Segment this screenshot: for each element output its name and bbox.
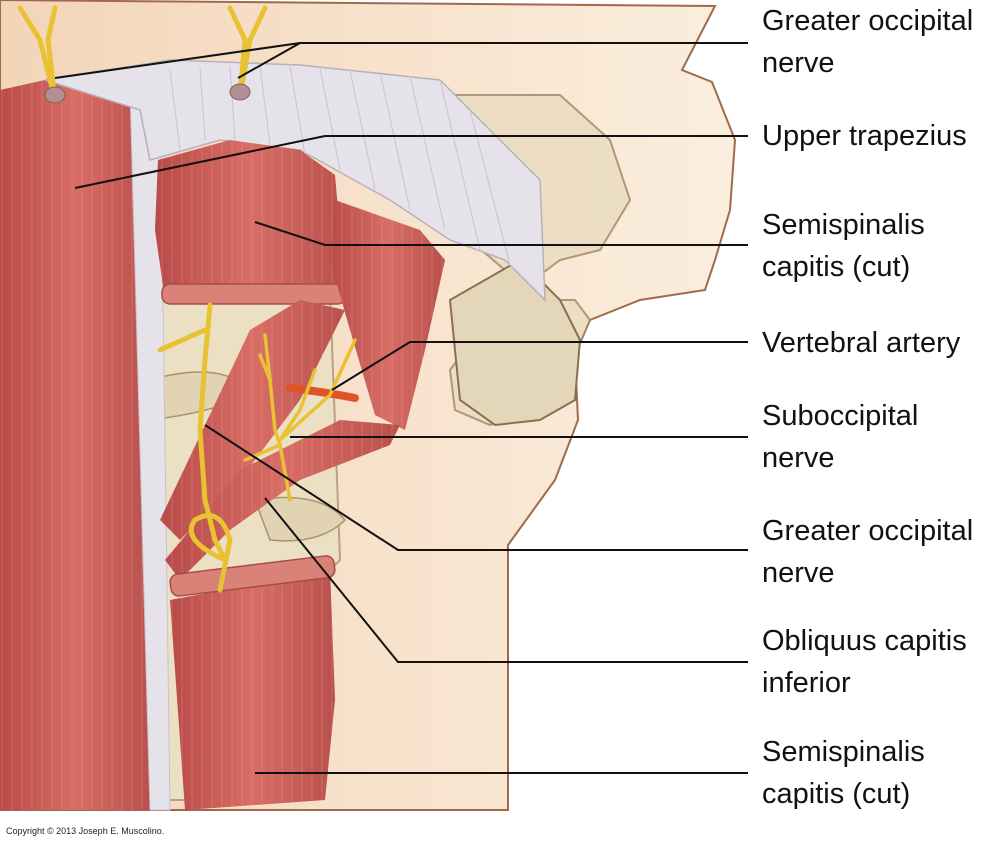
label-obliquus-capitis-inferior: Obliquus capitis inferior [762,625,967,699]
label-semispinalis-capitis-cut-top: Semispinalis capitis (cut) [762,209,925,283]
semispinalis-cut-edge-top [161,283,347,305]
copyright-notice: Copyright © 2013 Joseph E. Muscolino. [6,826,165,836]
nerve-foramen [229,83,251,101]
leader-semispinalis-top [254,221,748,246]
leader-upper-trapezius [74,135,748,189]
trapezius-tendon-fibers [169,65,511,266]
leader-obliquus-inferior [264,497,748,663]
leader-lines [54,42,748,774]
vertebral-artery-vessel [286,384,359,402]
leader-greater-occipital-top-branch [237,42,301,79]
label-vertebral-artery: Vertebral artery [762,327,961,359]
label-semispinalis-capitis-cut-bottom: Semispinalis capitis (cut) [762,736,925,810]
semispinalis-cut-edge-bottom [169,555,336,597]
leader-greater-occipital-mid [204,424,748,551]
nerve-foramen [44,86,66,104]
label-greater-occipital-nerve-mid: Greater occipital nerve [762,515,974,589]
suboccipital-nerve-branches [243,333,357,502]
label-upper-trapezius: Upper trapezius [762,120,967,152]
label-suboccipital-nerve: Suboccipital nerve [762,400,919,474]
leader-vertebral-artery [331,341,748,391]
label-greater-occipital-nerve-top: Greater occipital nerve [762,5,974,79]
